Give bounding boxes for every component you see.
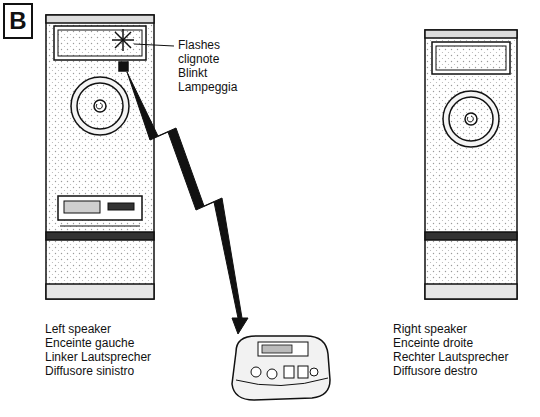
speaker-label: Rechter Lautsprecher bbox=[393, 350, 508, 364]
callout-text: Lampeggia bbox=[178, 80, 237, 94]
speaker-label: Linker Lautsprecher bbox=[45, 350, 151, 364]
speaker-label: Enceinte gauche bbox=[45, 336, 134, 350]
callout-text: Blinkt bbox=[178, 66, 207, 80]
ir-signal bbox=[127, 72, 248, 334]
speaker-label: Right speaker bbox=[393, 322, 467, 336]
speaker-label: Diffusore destro bbox=[393, 364, 478, 378]
right-speaker bbox=[425, 30, 517, 299]
flash-indicator bbox=[112, 29, 134, 71]
speaker-label: Diffusore sinistro bbox=[45, 364, 134, 378]
callout-text: Flashes bbox=[178, 38, 220, 52]
speaker-label: Enceinte droite bbox=[393, 336, 473, 350]
left-speaker bbox=[46, 15, 154, 299]
remote-control bbox=[232, 336, 330, 400]
panel-letter: B bbox=[9, 9, 26, 33]
callout-text: clignote bbox=[178, 52, 219, 66]
leader-line bbox=[134, 44, 174, 46]
speaker-label: Left speaker bbox=[45, 322, 111, 336]
boxed-letter: B bbox=[3, 3, 33, 39]
